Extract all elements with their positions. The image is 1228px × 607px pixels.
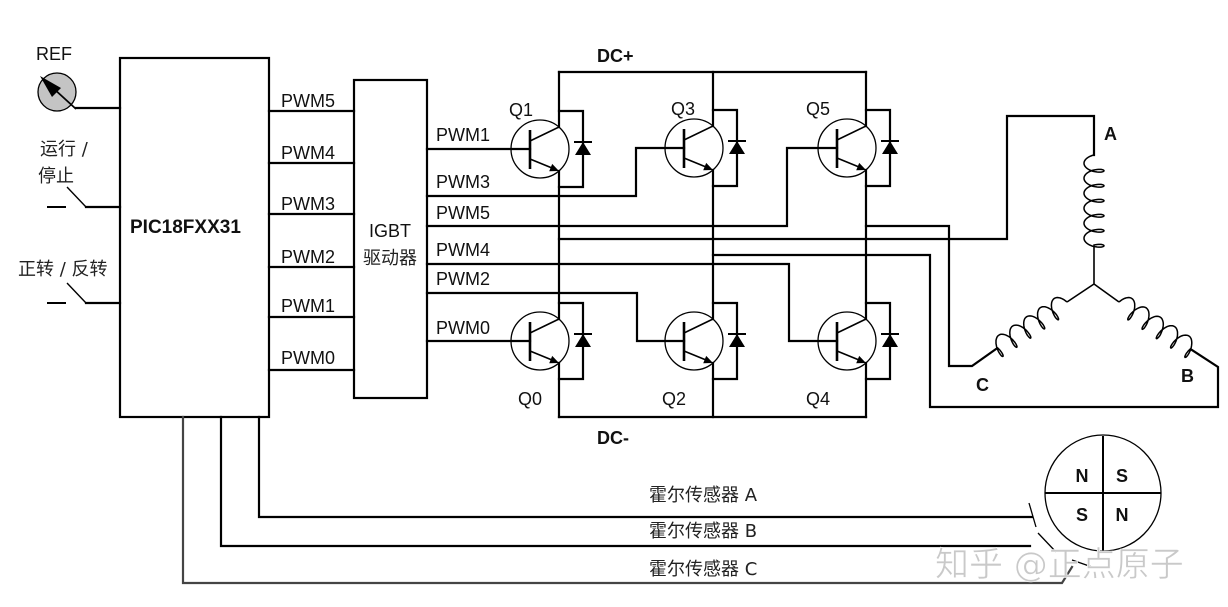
- igbt-driver-box: [352, 78, 429, 400]
- rotor-pole-top-left: N: [1076, 466, 1089, 486]
- hall-c-wire: [181, 415, 1074, 585]
- controller-pwm-label: PWM4: [281, 143, 335, 163]
- phase-a-label: A: [1104, 124, 1117, 144]
- controller-pwm-label: PWM0: [281, 348, 335, 368]
- watermark: 知乎 @正点原子: [935, 545, 1184, 585]
- controller-pwm-label: PWM5: [281, 91, 335, 111]
- hall-a-sensor-icon: [1028, 502, 1037, 528]
- hall-sensor-label-a: 霍尔传感器 A: [649, 485, 758, 506]
- controller-pwm-label: PWM2: [281, 247, 335, 267]
- gate-wire-q2: [425, 291, 686, 343]
- direction-label: 正转 / 反转: [18, 259, 108, 280]
- phase-a-wire: [557, 114, 1096, 241]
- transistor-label-q4: Q4: [806, 389, 830, 409]
- run-stop-label-line1: 运行 /: [40, 139, 89, 160]
- phase-b-wire: [711, 253, 1220, 409]
- winding-c-coil-icon: [995, 296, 1068, 358]
- driver-label-line1: IGBT: [369, 221, 411, 241]
- potentiometer-icon: [37, 72, 77, 112]
- run-stop-label-line2: 停止: [38, 166, 74, 187]
- controller-pwm-wires: [267, 109, 356, 372]
- transistor-label-q2: Q2: [662, 389, 686, 409]
- hall-a-wire: [257, 415, 1034, 519]
- dc-plus-label: DC+: [597, 46, 634, 66]
- transistor-label-q5: Q5: [806, 99, 830, 119]
- hall-sensor-label-b: 霍尔传感器 B: [649, 521, 757, 542]
- hall-b-sensor-icon: [1037, 532, 1057, 553]
- star-neutral-point: [1066, 247, 1120, 303]
- controller-box: [118, 56, 271, 419]
- ref-label: REF: [36, 44, 72, 64]
- transistor-label-q0: Q0: [518, 389, 542, 409]
- driver-label-line2: 驱动器: [363, 248, 417, 269]
- rotor-pole-bottom-left: S: [1076, 505, 1088, 525]
- gate-wire-q3: [425, 146, 686, 198]
- driver-pwm-label: PWM3: [436, 172, 490, 192]
- phase-b-label: B: [1181, 366, 1194, 386]
- hall-sensor-label-c: 霍尔传感器 C: [649, 559, 757, 580]
- run-stop-switch-icon: [47, 186, 122, 209]
- rotor-pole-bottom-right: N: [1116, 505, 1129, 525]
- winding-a-coil-icon: [1083, 154, 1105, 248]
- hall-b-wire: [219, 415, 1032, 548]
- gate-wire-q4: [425, 262, 839, 343]
- rotor-pole-top-right: S: [1116, 466, 1128, 486]
- transistor-label-q1: Q1: [509, 100, 533, 120]
- driver-pwm-label: PWM2: [436, 269, 490, 289]
- driver-pwm-label: PWM5: [436, 203, 490, 223]
- driver-pwm-label: PWM1: [436, 125, 490, 145]
- gate-wire-q5: [425, 146, 839, 228]
- phase-c-label: C: [976, 375, 989, 395]
- transistor-label-q3: Q3: [671, 99, 695, 119]
- rotor-magnet-icon: [1044, 434, 1162, 552]
- direction-switch-icon: [47, 282, 122, 305]
- driver-pwm-label: PWM4: [436, 240, 490, 260]
- controller-pwm-label: PWM1: [281, 296, 335, 316]
- winding-b-coil-icon: [1118, 296, 1193, 359]
- phase-c-wire: [864, 224, 998, 368]
- controller-label: PIC18FXX31: [130, 217, 241, 238]
- hall-c-sensor-icon: [1071, 559, 1093, 568]
- controller-pwm-label: PWM3: [281, 194, 335, 214]
- driver-pwm-label: PWM0: [436, 318, 490, 338]
- dc-minus-label: DC-: [597, 428, 629, 448]
